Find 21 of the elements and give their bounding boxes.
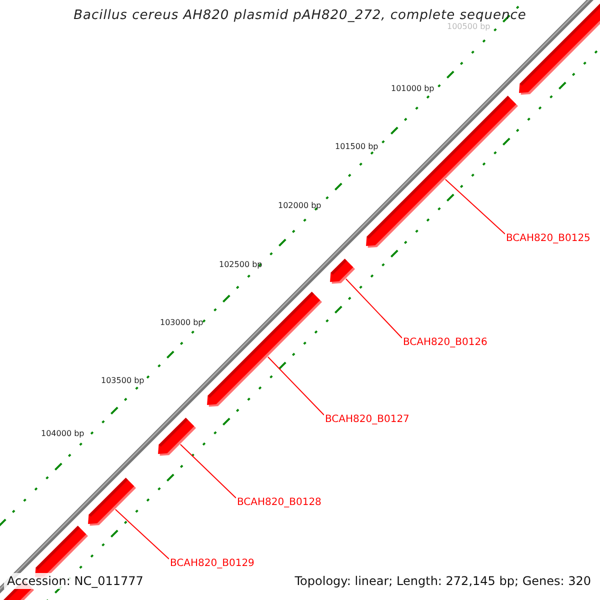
gene-label: BCAH820_B0129 [169,558,256,569]
scale-label: 101500 bp [335,142,378,151]
leader-line [267,356,324,416]
gene-label: BCAH820_B0127 [324,414,410,425]
scale-label: 102500 bp [219,260,262,269]
leader-line [444,178,506,234]
leader-line [114,508,170,560]
scale-label: 102000 bp [278,201,322,210]
title: Bacillus cereus AH820 plasmid pAH820_272, complete sequence [72,8,528,23]
scale-label: 104000 bp [41,429,84,438]
scale-label: 100500 bp [447,22,490,31]
leader-line [345,278,402,338]
leader-line [180,444,236,498]
gene-feature [330,258,355,284]
gene-label: BCAH820_B0126 [402,337,488,348]
gene-label: BCAH820_B0128 [236,497,322,508]
scale-label: 103500 bp [101,376,144,385]
gene-feature [207,292,322,407]
gene-feature [158,418,196,456]
gene-label: BCAH820_B0125 [505,233,592,244]
gene-feature [88,478,136,526]
